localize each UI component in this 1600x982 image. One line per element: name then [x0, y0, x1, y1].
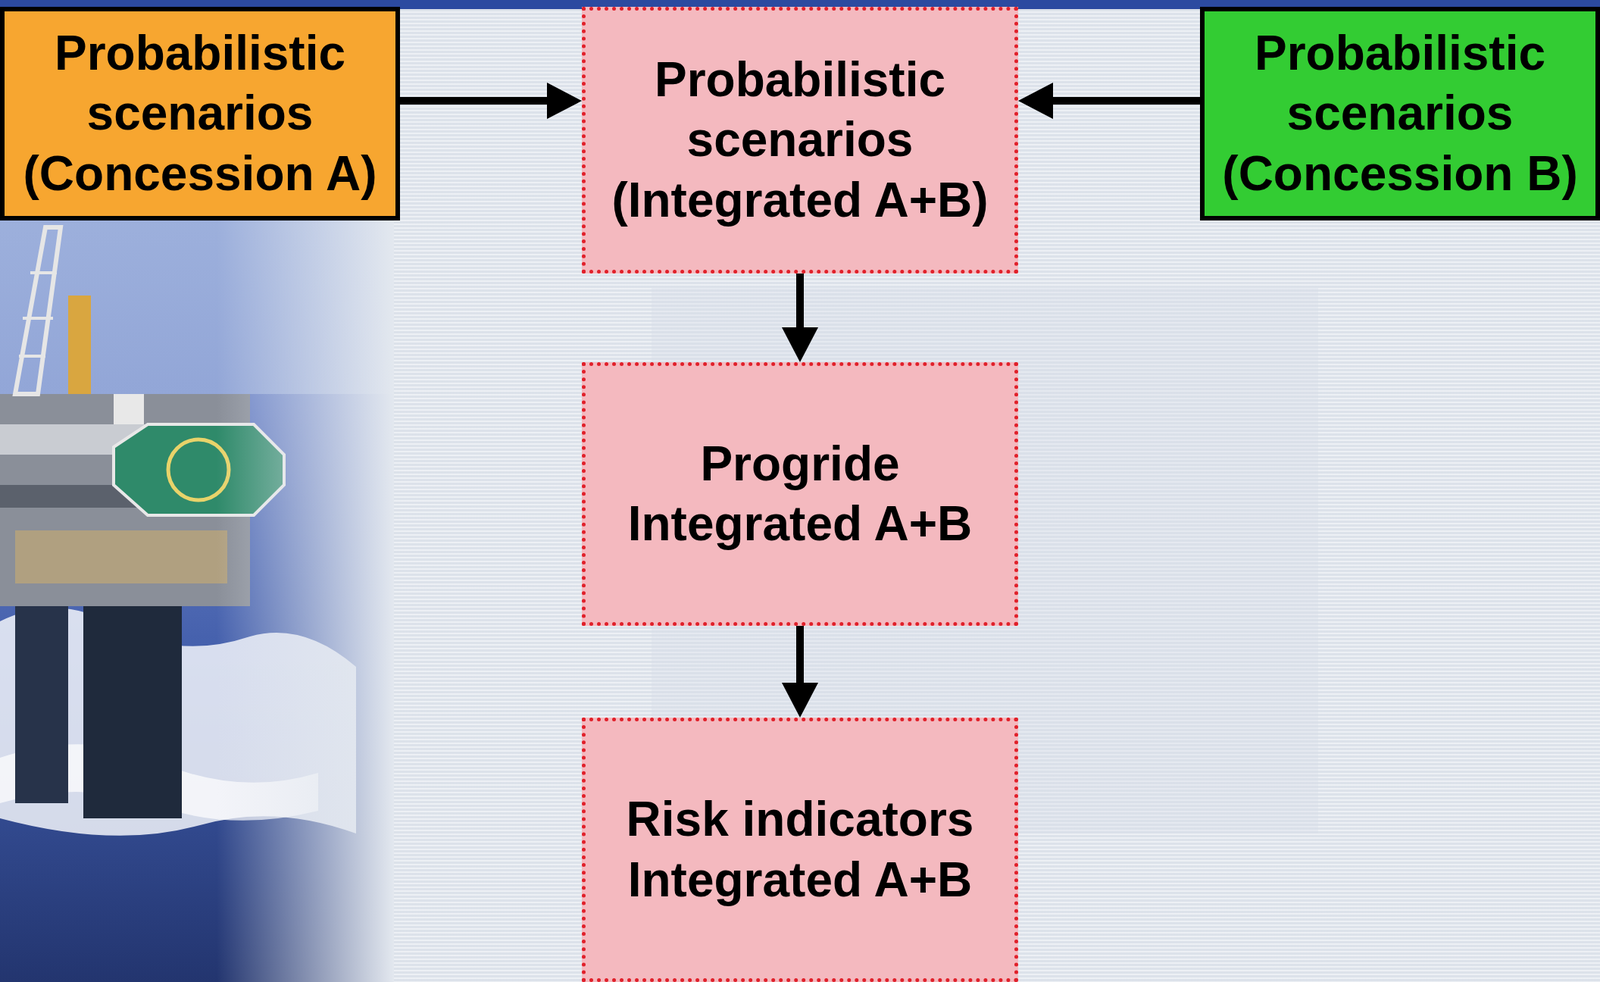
flow-arrow	[1018, 82, 1200, 119]
process-box: Risk indicators Integrated A+B	[581, 717, 1019, 982]
box-label: Risk indicators Integrated A+B	[585, 789, 1015, 910]
process-box: Progride Integrated A+B	[581, 362, 1019, 626]
process-box: Probabilistic scenarios (Concession B)	[1200, 6, 1600, 221]
box-label: Progride Integrated A+B	[585, 434, 1015, 555]
flow-arrow	[400, 82, 582, 119]
platform-photo	[0, 212, 394, 982]
flow-arrow	[781, 625, 819, 718]
process-box: Probabilistic scenarios (Concession A)	[0, 6, 400, 221]
flow-arrow	[781, 273, 819, 363]
box-label: Probabilistic scenarios (Concession A)	[4, 23, 396, 204]
box-label: Probabilistic scenarios (Concession B)	[1204, 23, 1596, 204]
box-label: Probabilistic scenarios (Integrated A+B)	[585, 50, 1015, 231]
process-box: Probabilistic scenarios (Integrated A+B)	[581, 6, 1019, 274]
